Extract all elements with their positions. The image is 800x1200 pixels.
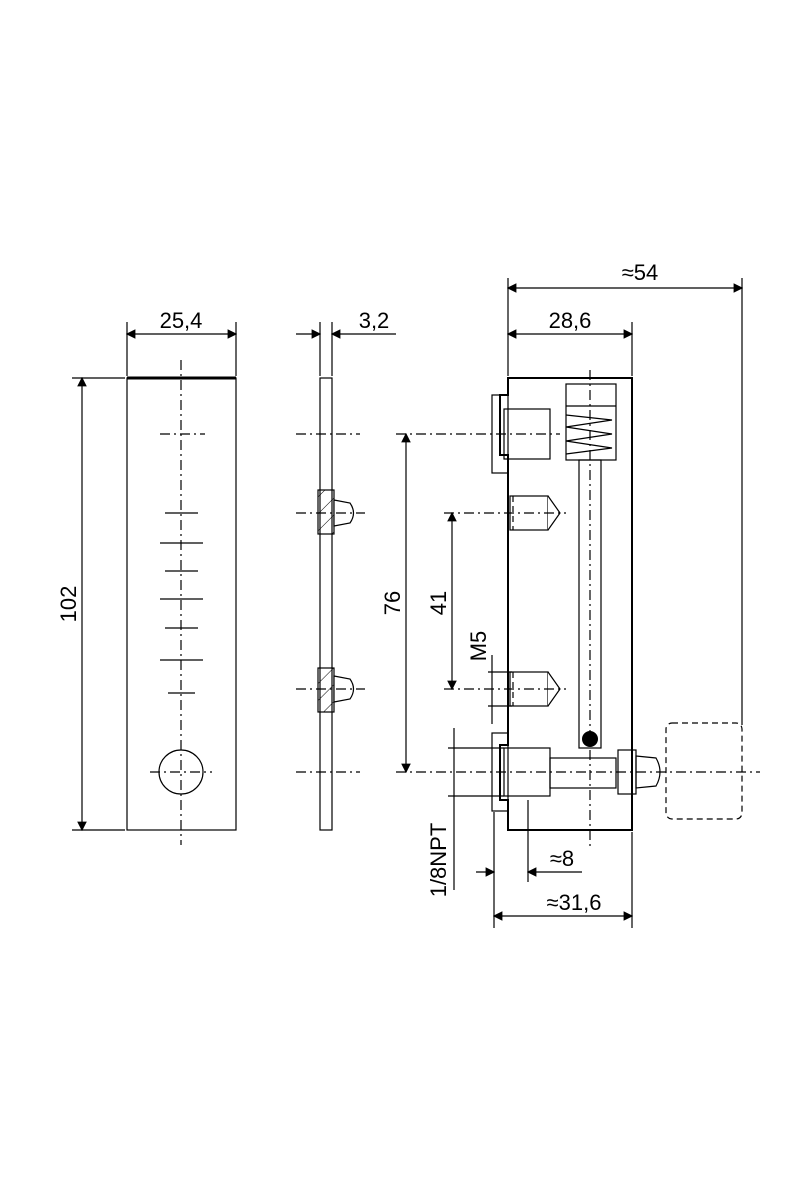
thickness-dimension-label: 3,2 bbox=[359, 308, 390, 333]
scale-ticks bbox=[160, 433, 205, 694]
height-dimension-label: 102 bbox=[56, 586, 81, 623]
upper-stud bbox=[317, 489, 355, 535]
port-spacing-dimension-label: 76 bbox=[380, 591, 405, 615]
side-plate bbox=[319, 377, 333, 831]
body-depth-dimension-label: 28,6 bbox=[549, 308, 592, 333]
width-dimension-label: 25,4 bbox=[160, 308, 203, 333]
inlet-thread-dimension-label: 1/8NPT bbox=[426, 823, 451, 898]
inlet-length-dimension-label: ≈8 bbox=[550, 846, 574, 871]
valve-knob bbox=[665, 722, 743, 820]
mount-spacing-dimension-label: 41 bbox=[426, 591, 451, 615]
inlet-depth-dimension-label: ≈31,6 bbox=[547, 890, 602, 915]
side-view: 3,2 bbox=[296, 308, 396, 831]
lower-mount-thread bbox=[509, 671, 561, 707]
spring-chamber bbox=[565, 383, 617, 461]
section-view: ≈54 28,6 76 41 M5 1/8NPT ≈8 ≈31,6 bbox=[380, 260, 760, 928]
mount-thread-dimension-label: M5 bbox=[466, 631, 491, 662]
front-view: 25,4 102 bbox=[56, 308, 238, 845]
lower-stud bbox=[317, 667, 355, 713]
spring bbox=[565, 414, 613, 455]
overall-length-dimension-label: ≈54 bbox=[622, 260, 659, 285]
